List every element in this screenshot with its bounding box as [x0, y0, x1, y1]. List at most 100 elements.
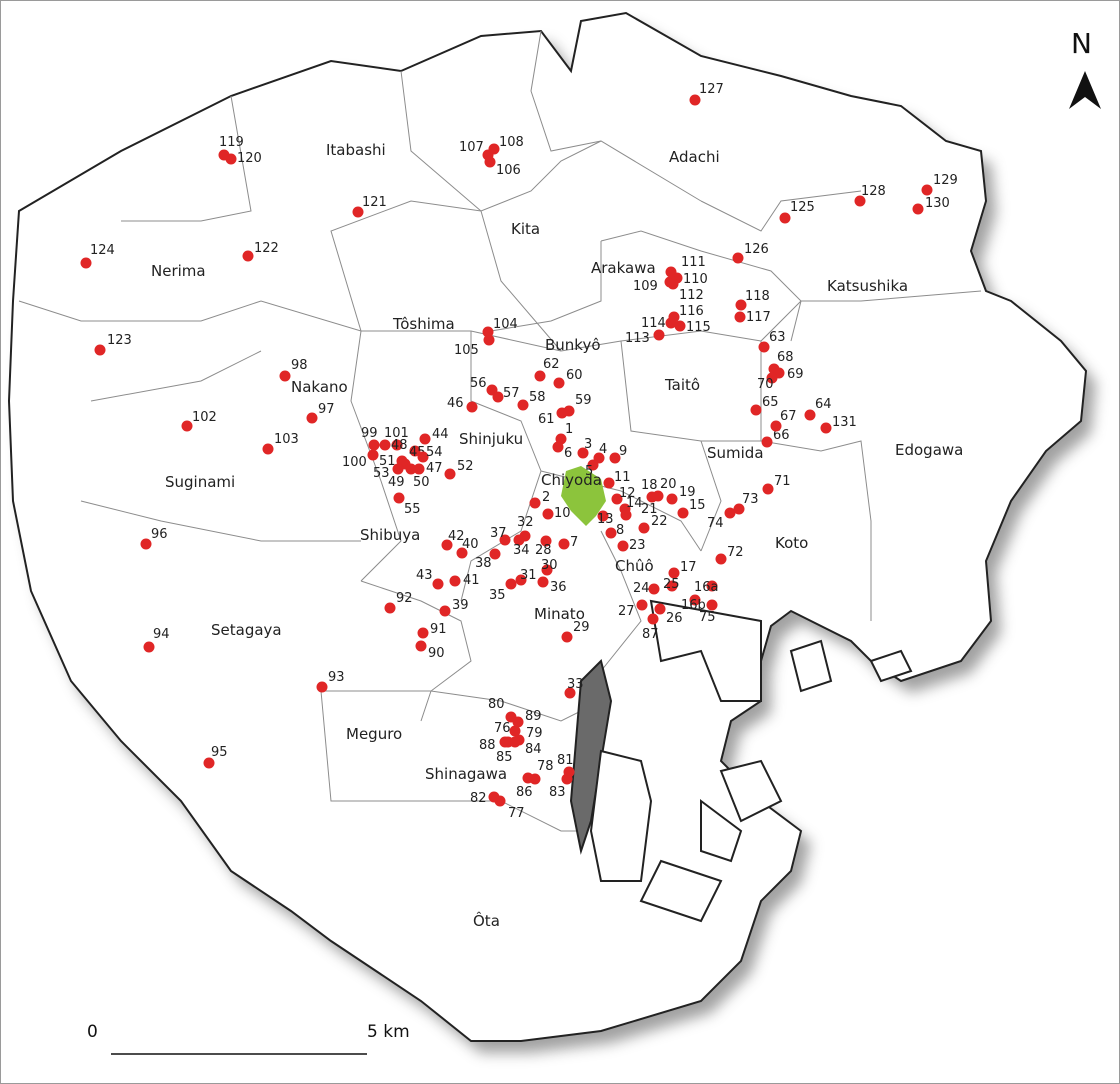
site-marker-20[interactable]	[652, 490, 664, 502]
site-marker-82[interactable]	[488, 791, 500, 803]
site-marker-126[interactable]	[732, 252, 744, 264]
site-marker-11[interactable]	[603, 477, 615, 489]
site-marker-70[interactable]	[766, 372, 778, 384]
site-marker-116[interactable]	[668, 311, 680, 323]
site-marker-96[interactable]	[140, 538, 152, 550]
site-marker-125[interactable]	[779, 212, 791, 224]
site-marker-93[interactable]	[316, 681, 328, 693]
site-marker-54[interactable]	[417, 451, 429, 463]
site-marker-121[interactable]	[352, 206, 364, 218]
site-marker-62[interactable]	[534, 370, 546, 382]
site-marker-53[interactable]	[392, 463, 404, 475]
site-marker-113[interactable]	[653, 329, 665, 341]
site-marker-65[interactable]	[750, 404, 762, 416]
site-marker-27[interactable]	[636, 599, 648, 611]
site-marker-40[interactable]	[456, 547, 468, 559]
site-marker-2[interactable]	[529, 497, 541, 509]
site-marker-5[interactable]	[587, 459, 599, 471]
site-marker-63[interactable]	[758, 341, 770, 353]
site-marker-42[interactable]	[441, 539, 453, 551]
site-marker-46[interactable]	[466, 401, 478, 413]
site-marker-12[interactable]	[611, 493, 623, 505]
site-marker-98[interactable]	[279, 370, 291, 382]
site-marker-3[interactable]	[577, 447, 589, 459]
site-marker-38[interactable]	[489, 548, 501, 560]
site-marker-71[interactable]	[762, 483, 774, 495]
site-marker-105[interactable]	[483, 334, 495, 346]
site-marker-44[interactable]	[419, 433, 431, 445]
site-marker-66[interactable]	[761, 436, 773, 448]
site-marker-124[interactable]	[80, 257, 92, 269]
site-marker-16a[interactable]	[706, 580, 718, 592]
site-marker-61[interactable]	[556, 407, 568, 419]
site-marker-26[interactable]	[654, 603, 666, 615]
site-marker-115[interactable]	[674, 320, 686, 332]
site-marker-15[interactable]	[677, 507, 689, 519]
site-marker-9[interactable]	[609, 452, 621, 464]
site-marker-13[interactable]	[597, 510, 609, 522]
site-marker-95[interactable]	[203, 757, 215, 769]
site-marker-58[interactable]	[517, 399, 529, 411]
site-marker-83[interactable]	[561, 773, 573, 785]
site-marker-130[interactable]	[912, 203, 924, 215]
site-marker-72[interactable]	[715, 553, 727, 565]
site-marker-111[interactable]	[665, 266, 677, 278]
site-marker-39[interactable]	[439, 605, 451, 617]
site-marker-19[interactable]	[666, 493, 678, 505]
site-marker-35[interactable]	[505, 578, 517, 590]
site-marker-103[interactable]	[262, 443, 274, 455]
site-marker-41[interactable]	[449, 575, 461, 587]
site-marker-86[interactable]	[522, 772, 534, 784]
site-marker-43[interactable]	[432, 578, 444, 590]
site-marker-102[interactable]	[181, 420, 193, 432]
site-marker-45[interactable]	[409, 445, 421, 457]
site-marker-128[interactable]	[854, 195, 866, 207]
site-marker-7[interactable]	[558, 538, 570, 550]
site-marker-129[interactable]	[921, 184, 933, 196]
site-marker-22[interactable]	[638, 522, 650, 534]
site-marker-91[interactable]	[417, 627, 429, 639]
site-marker-60[interactable]	[553, 377, 565, 389]
site-marker-74[interactable]	[724, 507, 736, 519]
site-marker-24[interactable]	[648, 583, 660, 595]
site-marker-50[interactable]	[405, 463, 417, 475]
site-marker-123[interactable]	[94, 344, 106, 356]
site-marker-99[interactable]	[368, 439, 380, 451]
site-marker-34[interactable]	[513, 534, 525, 546]
site-marker-17[interactable]	[668, 567, 680, 579]
site-marker-88[interactable]	[499, 736, 511, 748]
site-marker-73[interactable]	[733, 503, 745, 515]
site-marker-131[interactable]	[820, 422, 832, 434]
site-marker-100[interactable]	[367, 449, 379, 461]
site-marker-118[interactable]	[735, 299, 747, 311]
site-marker-104[interactable]	[482, 326, 494, 338]
site-marker-120[interactable]	[225, 153, 237, 165]
site-marker-21[interactable]	[620, 509, 632, 521]
site-marker-28[interactable]	[540, 535, 552, 547]
site-marker-16b[interactable]	[689, 594, 701, 606]
site-marker-101[interactable]	[379, 439, 391, 451]
site-marker-127[interactable]	[689, 94, 701, 106]
site-marker-25[interactable]	[666, 580, 678, 592]
site-marker-31[interactable]	[515, 574, 527, 586]
site-marker-67[interactable]	[770, 420, 782, 432]
site-marker-36[interactable]	[537, 576, 549, 588]
site-marker-6[interactable]	[552, 441, 564, 453]
site-marker-23[interactable]	[617, 540, 629, 552]
site-marker-55[interactable]	[393, 492, 405, 504]
site-marker-48[interactable]	[391, 439, 403, 451]
site-marker-29[interactable]	[561, 631, 573, 643]
site-marker-47[interactable]	[413, 463, 425, 475]
site-marker-8[interactable]	[605, 527, 617, 539]
site-marker-37[interactable]	[499, 534, 511, 546]
site-marker-122[interactable]	[242, 250, 254, 262]
site-marker-52[interactable]	[444, 468, 456, 480]
site-marker-112[interactable]	[667, 278, 679, 290]
site-marker-92[interactable]	[384, 602, 396, 614]
site-marker-89[interactable]	[512, 716, 524, 728]
site-marker-97[interactable]	[306, 412, 318, 424]
site-marker-76[interactable]	[509, 725, 521, 737]
site-marker-64[interactable]	[804, 409, 816, 421]
site-marker-117[interactable]	[734, 311, 746, 323]
site-marker-90[interactable]	[415, 640, 427, 652]
